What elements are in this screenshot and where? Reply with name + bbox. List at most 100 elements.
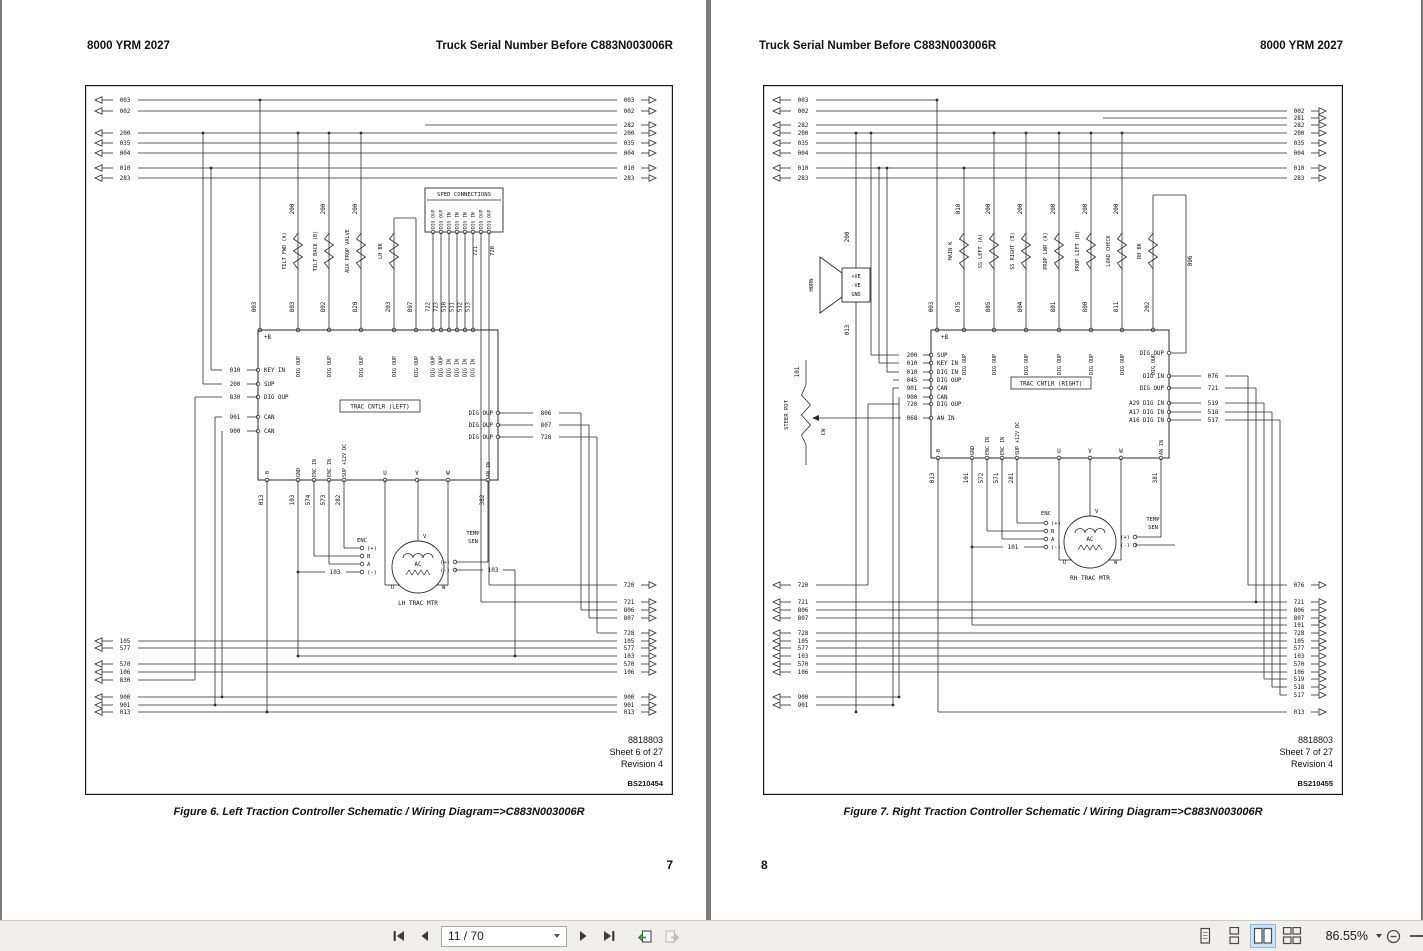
previous-page-button[interactable] xyxy=(413,924,437,948)
connector-arrow-left-icon xyxy=(772,637,781,645)
page-dropdown-caret-icon[interactable] xyxy=(554,934,560,938)
connector-arrow-right-icon xyxy=(1318,708,1327,716)
pin-label: DIG OUP xyxy=(937,378,962,384)
pin-label: SUP xyxy=(937,353,948,359)
wire-label: 811 xyxy=(1113,301,1120,312)
next-page-button[interactable] xyxy=(571,924,595,948)
previous-view-button[interactable] xyxy=(633,924,657,948)
wire-label: 101 xyxy=(794,366,801,377)
wire-label: 723 xyxy=(434,302,440,312)
wire-label: 382 xyxy=(479,494,486,505)
temp-sensor-label: SEN xyxy=(1148,525,1158,531)
wire-label: 013 xyxy=(844,324,851,335)
layout-two-page-continuous-button[interactable] xyxy=(1279,924,1305,948)
pin-label: A17 DIG IN xyxy=(1129,410,1164,416)
connector-arrow-right-icon xyxy=(1318,629,1327,637)
connector-arrow-left-icon xyxy=(94,149,103,157)
connector-arrow-left-icon xyxy=(94,637,103,645)
layout-two-page-button[interactable] xyxy=(1249,924,1276,948)
connector-arrow-right-icon xyxy=(648,637,657,645)
last-page-button[interactable] xyxy=(597,924,621,948)
wire-number: 103 xyxy=(624,653,635,660)
wire-number: 830 xyxy=(120,677,131,684)
pin-label: GND xyxy=(851,292,860,298)
wire-number: 010 xyxy=(1294,165,1305,172)
connector-arrow-left-icon xyxy=(94,174,103,182)
junction-dot xyxy=(1254,600,1258,604)
wire-label: 901 xyxy=(907,385,918,392)
wire-label: 203 xyxy=(385,301,392,312)
component-name: SS LEFT (A) xyxy=(978,234,984,268)
sped-box-title: SPED CONNECTIONS xyxy=(437,192,491,198)
component-name: LH BK xyxy=(378,242,384,258)
coil-symbol xyxy=(355,232,367,270)
wire-number: 200 xyxy=(624,130,635,137)
component-name: AUX PROP VALVE xyxy=(345,229,351,273)
connector-arrow-right-icon xyxy=(1318,149,1327,157)
pin-label: ENC IN xyxy=(1000,437,1006,455)
coil-symbol xyxy=(1116,232,1128,270)
wire-label: 806 xyxy=(541,410,552,417)
wire-number: 035 xyxy=(798,140,809,147)
wire-number: 806 xyxy=(798,607,809,614)
motor-winding xyxy=(405,569,431,576)
component-name: PROP LWR (A) xyxy=(1043,232,1049,269)
schematic-frame xyxy=(763,85,1343,795)
first-page-button[interactable] xyxy=(387,924,411,948)
zoom-level: 86.55% xyxy=(1325,929,1368,943)
wire-number: 577 xyxy=(624,645,635,652)
temp-sensor-label: TEMP xyxy=(1146,517,1160,523)
wire-label: 101 xyxy=(1008,544,1019,551)
layout-continuous-button[interactable] xyxy=(1221,924,1247,948)
motor-label: RH TRAC MTR xyxy=(1070,575,1110,582)
pin xyxy=(359,545,365,551)
wire-label: 010 xyxy=(955,203,962,214)
wire-number: 002 xyxy=(624,108,635,115)
junction-dot xyxy=(962,166,966,170)
wire-number: 013 xyxy=(1294,709,1305,716)
wire-label: 897 xyxy=(407,301,414,312)
zoom-slider[interactable] xyxy=(1410,935,1423,937)
pin-label: DIG OUP xyxy=(296,356,302,377)
component-name: PROP LIFT (B) xyxy=(1075,231,1081,272)
wire-label: 103 xyxy=(488,567,499,574)
pin-label: DIG IN xyxy=(447,212,453,229)
junction-dot xyxy=(220,695,224,699)
connector-arrow-right-icon xyxy=(1318,614,1327,622)
wire-number: 002 xyxy=(1294,108,1305,115)
wire-number: 728 xyxy=(1294,630,1305,637)
controller-label-box xyxy=(339,399,421,413)
revision: Revision 4 xyxy=(1291,759,1333,769)
zoom-out-button[interactable] xyxy=(1383,924,1403,948)
wire-label: 805 xyxy=(985,301,992,312)
wire-number: 105 xyxy=(798,638,809,645)
pin-label: DIG OUP xyxy=(1089,354,1095,375)
layout-single-page-button[interactable] xyxy=(1192,924,1218,948)
connector-arrow-right-icon xyxy=(1318,683,1327,691)
junction-dot xyxy=(1024,131,1028,135)
junction-dot xyxy=(513,654,517,658)
wire-label: 068 xyxy=(907,415,918,422)
connector-arrow-left-icon xyxy=(94,676,103,684)
wire-number: 570 xyxy=(798,661,809,668)
wire-label: 202 xyxy=(1144,301,1151,312)
connector-arrow-left-icon xyxy=(94,701,103,709)
wire-label: 573 xyxy=(320,494,327,505)
wire-label: 803 xyxy=(289,301,296,312)
motor-winding xyxy=(1074,528,1106,534)
wire-number: 101 xyxy=(1294,622,1305,629)
next-view-button[interactable] xyxy=(659,924,683,948)
wire-number: 010 xyxy=(798,165,809,172)
wire-label: 512 xyxy=(458,302,464,312)
pin xyxy=(359,569,365,575)
wire-number: 721 xyxy=(624,599,635,606)
wire-label: 200 xyxy=(230,381,241,388)
page-number-input[interactable]: 11 / 70 xyxy=(441,925,567,947)
wire-number: 283 xyxy=(120,175,131,182)
junction-dot xyxy=(209,166,213,170)
wire-label: W xyxy=(1114,560,1118,566)
drawing-code: BS210455 xyxy=(1298,779,1333,788)
junction-dot xyxy=(359,131,363,135)
zoom-dropdown-caret-icon[interactable] xyxy=(1376,934,1382,938)
wire-label: 200 xyxy=(844,231,851,242)
